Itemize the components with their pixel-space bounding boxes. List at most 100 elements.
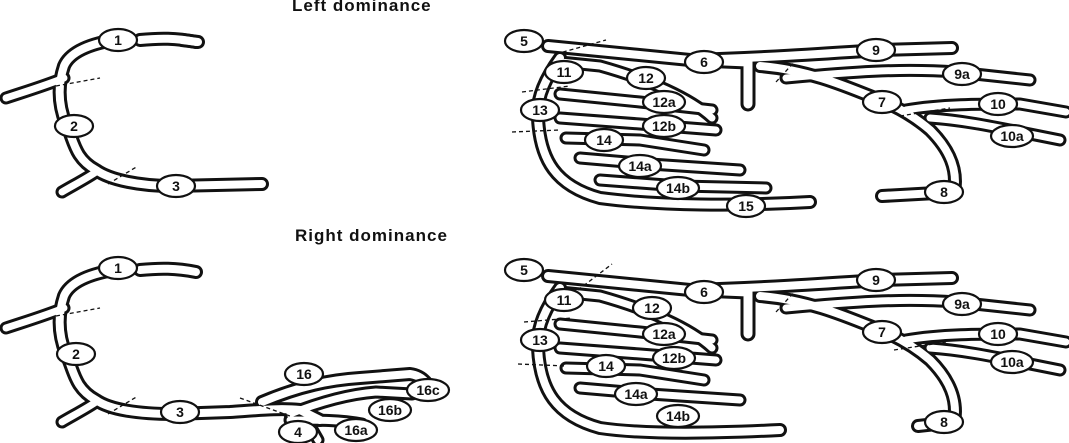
segment-left-lca-12-label: 12 xyxy=(638,70,654,86)
segment-left-lca-5-label: 5 xyxy=(520,33,528,49)
segment-right-rca-16c-label: 16c xyxy=(416,382,440,398)
segment-left-lca-9a-label: 9a xyxy=(954,66,970,82)
segment-left-lca-7-label: 7 xyxy=(878,94,886,110)
segment-right-lca-5: 5 xyxy=(503,257,545,283)
segment-right-lca-14a-label: 14a xyxy=(624,386,648,402)
cut-lad-2-right xyxy=(517,363,567,367)
segment-right-lca-6: 6 xyxy=(683,279,725,305)
segment-left-lca-14a-label: 14a xyxy=(628,158,652,174)
segment-left-rca-3: 3 xyxy=(155,173,197,199)
segment-right-lca-11: 11 xyxy=(543,287,585,313)
segment-right-rca-16-ring xyxy=(283,361,325,387)
segment-right-rca-16-label: 16 xyxy=(296,366,312,382)
segment-right-lca-9a-label: 9a xyxy=(954,296,970,312)
cut-rca-1-right xyxy=(55,307,101,317)
segment-left-rca-1-label: 1 xyxy=(114,32,122,48)
segment-right-lca-7-label: 7 xyxy=(878,324,886,340)
branch-12a-left-lumen xyxy=(556,90,716,114)
segment-left-lca-12a: 12a xyxy=(641,89,687,115)
segment-right-rca-2: 2 xyxy=(55,341,97,367)
segment-left-lca-11: 11 xyxy=(543,59,585,85)
segment-right-lca-10-label: 10 xyxy=(990,326,1006,342)
segment-left-lca-7: 7 xyxy=(861,89,903,115)
segment-left-lca-14b: 14b xyxy=(655,175,701,201)
segment-right-rca-2-ring xyxy=(55,341,97,367)
segment-right-lca-8-label: 8 xyxy=(940,414,948,430)
segment-right-lca-7-ring xyxy=(861,319,903,345)
segment-left-lca-10-ring xyxy=(977,91,1019,117)
segment-left-rca-1: 1 xyxy=(97,27,139,53)
segment-right-lca-14b-ring xyxy=(655,403,701,429)
segment-left-lca-5: 5 xyxy=(503,28,545,54)
segment-left-lca-10a: 10a xyxy=(989,123,1035,149)
branch-16b-right-lumen xyxy=(286,388,416,418)
segment-right-lca-12a-label: 12a xyxy=(652,326,676,342)
segment-right-lca-12b-ring xyxy=(651,345,697,371)
segment-left-lca-15-ring xyxy=(725,193,767,219)
segment-left-lca-9: 9 xyxy=(855,37,897,63)
segment-left-lca-6: 6 xyxy=(683,49,725,75)
rca-branch-lower-left-lumen xyxy=(58,168,100,196)
branch-12a-right-lumen xyxy=(556,320,716,344)
segment-right-rca-16b: 16b xyxy=(367,397,413,423)
segment-right-lca-10a-ring xyxy=(989,349,1035,375)
cut-lcx-2-right xyxy=(893,341,947,351)
segment-right-lca-12a-ring xyxy=(641,321,687,347)
cut-lad-1-left xyxy=(521,85,571,93)
segment-left-lca-12b: 12b xyxy=(641,113,687,139)
segment-right-lca-12: 12 xyxy=(631,295,673,321)
title-right-dominance: Right dominance xyxy=(295,226,448,245)
segment-left-lca-13-label: 13 xyxy=(532,102,548,118)
segment-right-rca-16b-label: 16b xyxy=(378,402,402,418)
segment-left-lca-14-label: 14 xyxy=(596,132,612,148)
segment-right-rca-4-label: 4 xyxy=(294,424,302,440)
segment-left-lca-11-label: 11 xyxy=(557,64,572,80)
cut-lm-left xyxy=(555,39,607,55)
segment-right-rca-4: 4 xyxy=(277,419,319,443)
segment-left-lca-12b-ring xyxy=(641,113,687,139)
segment-right-lca-14b-label: 14b xyxy=(666,408,690,424)
cut-rca-1-left xyxy=(55,77,101,87)
segment-left-lca-11-ring xyxy=(543,59,585,85)
segment-left-lca-15: 15 xyxy=(725,193,767,219)
segment-left-rca-2-ring xyxy=(53,113,95,139)
segment-left-lca-14a-ring xyxy=(617,153,663,179)
segment-left-lca-10a-label: 10a xyxy=(1000,128,1024,144)
segment-right-lca-12a: 12a xyxy=(641,321,687,347)
segment-left-lca-12a-label: 12a xyxy=(652,94,676,110)
segment-left-lca-6-ring xyxy=(683,49,725,75)
segment-right-rca-1-ring xyxy=(97,255,139,281)
segment-left-lca-13: 13 xyxy=(519,97,561,123)
cut-rca-2-left xyxy=(107,165,139,185)
segment-left-lca-8: 8 xyxy=(923,179,965,205)
segment-right-lca-8-ring xyxy=(923,409,965,435)
segment-right-rca-16c-ring xyxy=(405,377,451,403)
cut-lad-1-right xyxy=(523,317,573,323)
segment-left-lca-14: 14 xyxy=(583,127,625,153)
segment-right-lca-5-label: 5 xyxy=(520,262,528,278)
segment-left-lca-5-ring xyxy=(503,28,545,54)
segment-right-lca-6-ring xyxy=(683,279,725,305)
cut-lcx-2-left xyxy=(899,107,951,117)
segment-right-rca-16: 16 xyxy=(283,361,325,387)
segment-right-rca-16a-ring xyxy=(333,417,379,443)
cut-rca-3-right xyxy=(239,397,291,417)
segment-right-rca-3-ring xyxy=(159,399,201,425)
segment-left-lca-14b-ring xyxy=(655,175,701,201)
segment-left-lca-9a-ring xyxy=(941,61,983,87)
segment-right-lca-10-ring xyxy=(977,321,1019,347)
segment-right-rca-3: 3 xyxy=(159,399,201,425)
rca-branch-upper-right-lumen xyxy=(2,304,68,332)
segment-left-lca-12-ring xyxy=(625,65,667,91)
segment-left-lca-8-label: 8 xyxy=(940,184,948,200)
segment-right-lca-13: 13 xyxy=(519,327,561,353)
segment-right-lca-9-ring xyxy=(855,267,897,293)
segment-right-lca-9a: 9a xyxy=(941,291,983,317)
segment-right-lca-11-label: 11 xyxy=(557,292,572,308)
segment-right-lca-7: 7 xyxy=(861,319,903,345)
segment-left-rca-3-ring xyxy=(155,173,197,199)
segment-right-rca-3-label: 3 xyxy=(176,404,184,420)
title-left-dominance: Left dominance xyxy=(292,0,432,15)
segment-left-lca-12a-ring xyxy=(641,89,687,115)
segment-right-lca-12-label: 12 xyxy=(644,300,660,316)
